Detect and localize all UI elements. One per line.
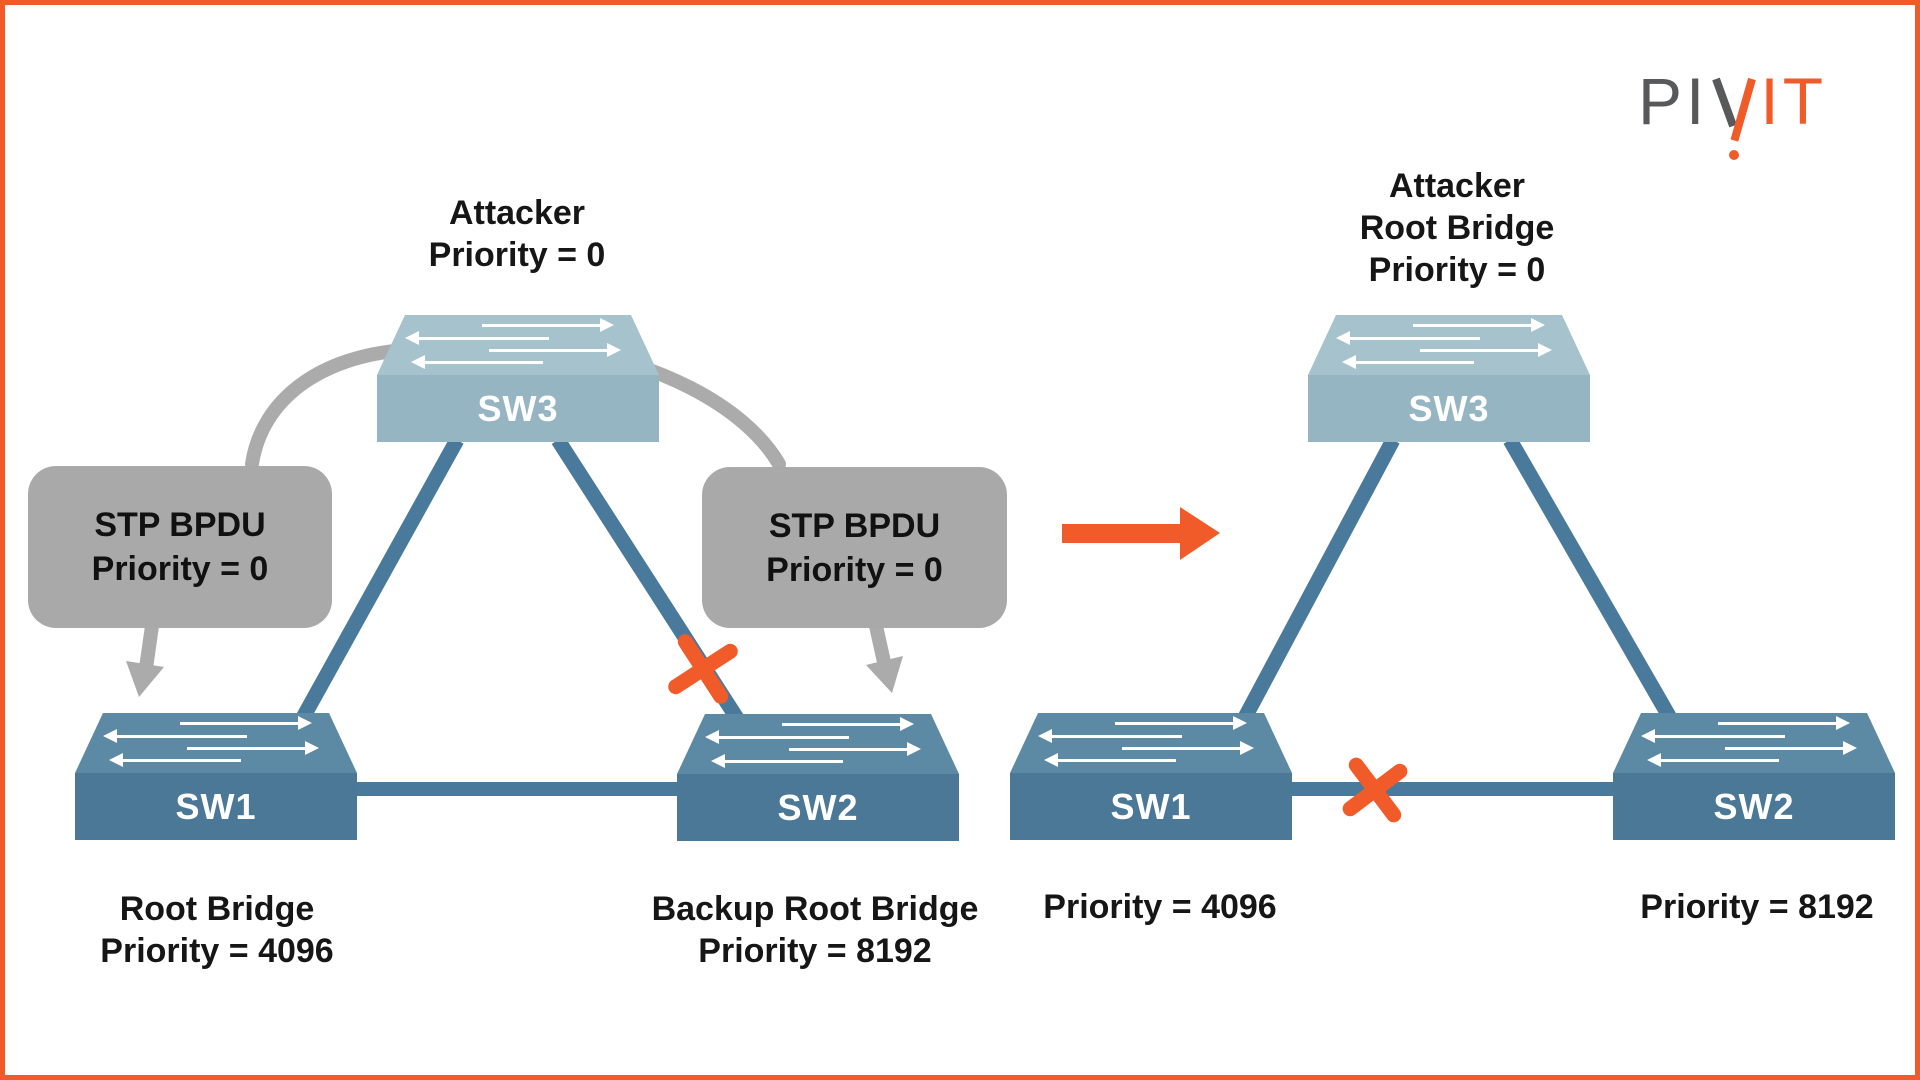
- blocked-link-x-icon-left: [668, 634, 738, 704]
- traffic-arrow-icon: [1725, 741, 1857, 755]
- bpdu-flow-arrowhead-right: [866, 656, 903, 693]
- traffic-arrow-icon: [482, 318, 614, 332]
- sw2-role-line1: Backup Root Bridge: [651, 890, 979, 928]
- bpdu-flow-arrowhead-left: [126, 661, 164, 697]
- switch-name-sw2-right: SW2: [1713, 785, 1795, 827]
- switch-sw3-left: SW3: [377, 315, 659, 442]
- sw1-priority-label-right: Priority = 4096: [1043, 888, 1277, 926]
- traffic-arrow-icon: [789, 742, 921, 756]
- logo-v-left-stroke: [1712, 77, 1738, 128]
- link-sw3-sw2-right: [1503, 436, 1680, 727]
- logo-v-orange-stroke: [1730, 77, 1757, 142]
- traffic-arrow-icon: [1342, 355, 1474, 369]
- link-sw3-sw1-left: [293, 436, 464, 727]
- switch-name-sw3-right: SW3: [1408, 387, 1490, 429]
- logo-orange-letters: IT: [1760, 64, 1828, 138]
- switch-front-sw2-right: SW2: [1613, 773, 1895, 840]
- traffic-arrow-icon: [180, 716, 312, 730]
- switch-name-sw1-left: SW1: [175, 785, 257, 827]
- switch-sw1-left: SW1: [75, 713, 357, 840]
- bpdu-flow-arc-left: [245, 343, 412, 471]
- switch-front-sw2-left: SW2: [677, 774, 959, 841]
- bpdu-flow-arrow-shaft-left: [139, 625, 159, 669]
- switch-name-sw1-right: SW1: [1110, 785, 1192, 827]
- switch-icon-sw2-left: [677, 714, 959, 774]
- switch-icon-sw2-right: [1613, 713, 1895, 773]
- traffic-arrow-icon: [489, 343, 621, 357]
- switch-name-sw2-left: SW2: [777, 786, 859, 828]
- traffic-arrow-icon: [103, 729, 247, 743]
- sw2-role-line2: Priority = 8192: [698, 932, 932, 970]
- traffic-arrow-icon: [411, 355, 543, 369]
- attacker-label-right-line2: Root Bridge: [1359, 209, 1555, 247]
- switch-sw2-right: SW2: [1613, 713, 1895, 840]
- bpdu-callout-left-line1: STP BPDU: [94, 506, 266, 544]
- switch-front-sw3-right: SW3: [1308, 375, 1590, 442]
- traffic-arrow-icon: [1336, 331, 1480, 345]
- switch-front-sw1-left: SW1: [75, 773, 357, 840]
- switch-front-sw1-right: SW1: [1010, 773, 1292, 840]
- switch-icon-sw1-left: [75, 713, 357, 773]
- attacker-label-left: Attacker Priority = 0: [317, 192, 717, 276]
- traffic-arrow-icon: [711, 754, 843, 768]
- attacker-label-right: Attacker Root Bridge Priority = 0: [1257, 165, 1657, 291]
- traffic-arrow-icon: [1122, 741, 1254, 755]
- traffic-arrow-icon: [782, 717, 914, 731]
- traffic-arrow-icon: [1641, 729, 1785, 743]
- traffic-arrow-icon: [405, 331, 549, 345]
- sw1-role-label-left: Root Bridge Priority = 4096: [17, 888, 417, 972]
- sw1-role-line2: Priority = 4096: [100, 932, 334, 970]
- bpdu-flow-arrow-shaft-right: [869, 624, 891, 664]
- attacker-label-left-line2: Priority = 0: [428, 236, 606, 274]
- switch-sw2-left: SW2: [677, 714, 959, 841]
- traffic-arrow-icon: [1647, 753, 1779, 767]
- pivit-logo: PI IT: [1638, 64, 1828, 160]
- traffic-arrow-icon: [1413, 318, 1545, 332]
- traffic-arrow-icon: [187, 741, 319, 755]
- switch-sw1-right: SW1: [1010, 713, 1292, 840]
- bpdu-callout-left-line2: Priority = 0: [91, 550, 269, 588]
- switch-name-sw3-left: SW3: [477, 387, 559, 429]
- logo-letter-v: [1712, 77, 1758, 160]
- attacker-label-right-line3: Priority = 0: [1368, 251, 1546, 289]
- attacker-label-right-line1: Attacker: [1388, 167, 1526, 205]
- bpdu-callout-right-line2: Priority = 0: [766, 550, 943, 589]
- traffic-arrow-icon: [705, 730, 849, 744]
- traffic-arrow-icon: [109, 753, 241, 767]
- bpdu-callout-left: STP BPDU Priority = 0: [28, 466, 332, 628]
- traffic-arrow-icon: [1038, 729, 1182, 743]
- attacker-label-left-line1: Attacker: [448, 194, 586, 232]
- traffic-arrow-icon: [1115, 716, 1247, 730]
- switch-sw3-right: SW3: [1308, 315, 1590, 442]
- link-sw3-sw1-right: [1235, 436, 1400, 727]
- switch-icon-sw3-left: [377, 315, 659, 375]
- logo-gray-letters: PI: [1638, 64, 1709, 138]
- bpdu-callout-right: STP BPDU Priority = 0: [702, 467, 1007, 628]
- transition-arrow-icon: [1062, 507, 1220, 560]
- switch-icon-sw1-right: [1010, 713, 1292, 773]
- traffic-arrow-icon: [1044, 753, 1176, 767]
- bpdu-callout-right-line1: STP BPDU: [768, 506, 941, 545]
- sw2-priority-label-right: Priority = 8192: [1640, 888, 1874, 926]
- logo-dot-icon: [1729, 150, 1740, 160]
- blocked-link-x-icon-right: [1342, 757, 1408, 823]
- sw2-role-label-left: Backup Root Bridge Priority = 8192: [590, 888, 1040, 972]
- sw1-role-line1: Root Bridge: [119, 890, 315, 928]
- traffic-arrow-icon: [1718, 716, 1850, 730]
- switch-front-sw3-left: SW3: [377, 375, 659, 442]
- switch-icon-sw3-right: [1308, 315, 1590, 375]
- traffic-arrow-icon: [1420, 343, 1552, 357]
